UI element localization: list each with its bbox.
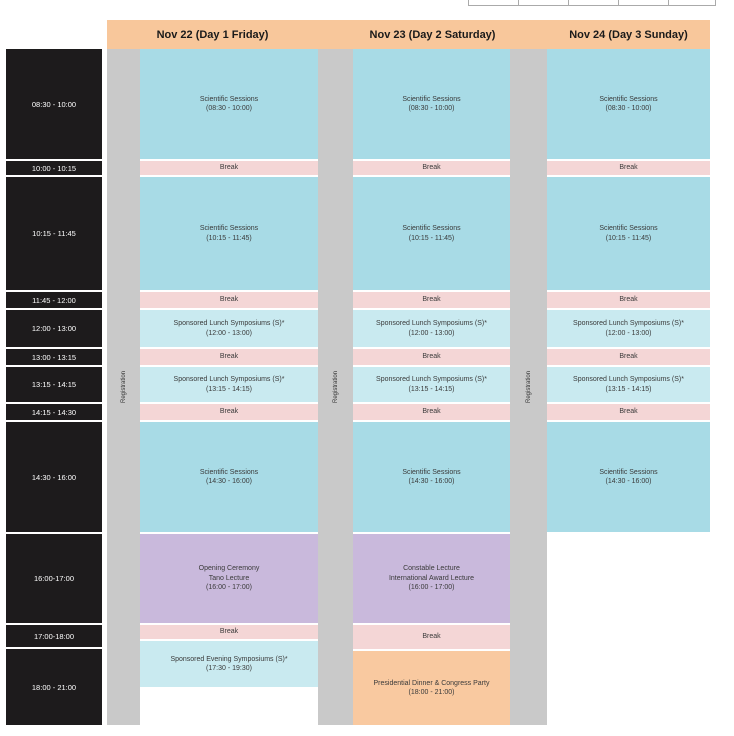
day-header-1: Nov 22 (Day 1 Friday) [107, 20, 318, 49]
day3-scientific-session-1: Scientific Sessions(08:30 - 10:00) [547, 49, 710, 159]
time-slot: 14:30 - 16:00 [6, 422, 102, 532]
day2-lunch-symposium-1: Sponsored Lunch Symposiums (S)*(12:00 - … [353, 310, 510, 347]
day3-break: Break [547, 161, 710, 175]
day3-break: Break [547, 349, 710, 365]
day2-break: Break [353, 161, 510, 175]
day1-evening-symposium: Sponsored Evening Symposiums (S)*(17:30 … [140, 641, 318, 687]
day1-break: Break [140, 404, 318, 420]
registration-strip-day2: Registration [318, 49, 353, 725]
time-slot: 11:45 - 12:00 [6, 292, 102, 308]
top-table-fragment [468, 0, 716, 6]
day1-scientific-session-1: Scientific Sessions(08:30 - 10:00) [140, 49, 318, 159]
day1-lunch-symposium-1: Sponsored Lunch Symposiums (S)*(12:00 - … [140, 310, 318, 347]
day2-scientific-session-1: Scientific Sessions(08:30 - 10:00) [353, 49, 510, 159]
registration-strip-day3: Registration [510, 49, 547, 725]
registration-label: Registration [525, 370, 532, 404]
day1-lunch-symposium-2: Sponsored Lunch Symposiums (S)*(13:15 - … [140, 367, 318, 402]
day1-break: Break [140, 625, 318, 639]
time-slot: 13:00 - 13:15 [6, 349, 102, 365]
day3-lunch-symposium-2: Sponsored Lunch Symposiums (S)*(13:15 - … [547, 367, 710, 402]
day1-break: Break [140, 349, 318, 365]
day3-scientific-session-2: Scientific Sessions(10:15 - 11:45) [547, 177, 710, 290]
day1-break: Break [140, 292, 318, 308]
registration-label: Registration [332, 370, 339, 404]
day2-scientific-session-3: Scientific Sessions(14:30 - 16:00) [353, 422, 510, 532]
registration-strip-day1: Registration [107, 49, 140, 725]
day2-break: Break [353, 292, 510, 308]
day3-lunch-symposium-1: Sponsored Lunch Symposiums (S)*(12:00 - … [547, 310, 710, 347]
day2-lunch-symposium-2: Sponsored Lunch Symposiums (S)*(13:15 - … [353, 367, 510, 402]
day-header-2: Nov 23 (Day 2 Saturday) [318, 20, 547, 49]
time-slot: 17:00-18:00 [6, 625, 102, 647]
day3-scientific-session-3: Scientific Sessions(14:30 - 16:00) [547, 422, 710, 532]
day2-break: Break [353, 625, 510, 649]
day3-break: Break [547, 292, 710, 308]
time-slot: 18:00 - 21:00 [6, 649, 102, 725]
time-slot: 16:00-17:00 [6, 534, 102, 623]
day-header-3: Nov 24 (Day 3 Sunday) [547, 20, 710, 49]
day3-break: Break [547, 404, 710, 420]
time-slot: 12:00 - 13:00 [6, 310, 102, 347]
time-slot: 08:30 - 10:00 [6, 49, 102, 159]
day2-break: Break [353, 404, 510, 420]
day1-scientific-session-3: Scientific Sessions(14:30 - 16:00) [140, 422, 318, 532]
time-slot: 14:15 - 14:30 [6, 404, 102, 420]
day2-break: Break [353, 349, 510, 365]
day1-scientific-session-2: Scientific Sessions(10:15 - 11:45) [140, 177, 318, 290]
day2-scientific-session-2: Scientific Sessions(10:15 - 11:45) [353, 177, 510, 290]
time-slot: 10:15 - 11:45 [6, 177, 102, 290]
time-slot: 13:15 - 14:15 [6, 367, 102, 402]
registration-label: Registration [120, 370, 127, 404]
time-slot: 10:00 - 10:15 [6, 161, 102, 175]
day2-presidential-dinner: Presidential Dinner & Congress Party(18:… [353, 651, 510, 725]
day1-break: Break [140, 161, 318, 175]
